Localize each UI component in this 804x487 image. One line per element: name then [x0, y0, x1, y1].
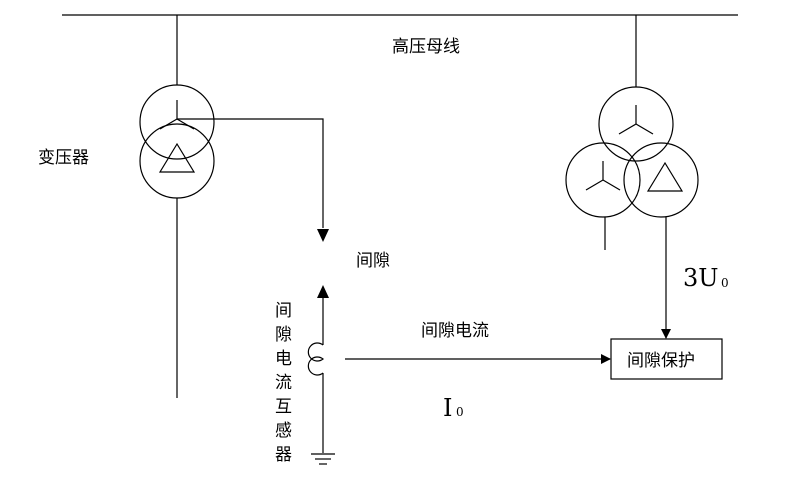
ground-symbol — [311, 453, 335, 465]
transformer-symbol — [139, 15, 215, 398]
gap-protection-label: 间隙保护 — [627, 351, 695, 371]
current-transformer-symbol — [307, 298, 324, 453]
ct-label: 间 隙 电 流 互 感 器 — [275, 301, 292, 465]
svg-text:0: 0 — [456, 405, 464, 419]
ct-label-char: 流 — [275, 373, 292, 393]
svg-text:3U: 3U — [683, 264, 719, 292]
svg-text:0: 0 — [721, 276, 729, 290]
ct-label-char: 隙 — [275, 325, 292, 345]
ct-label-char: 器 — [275, 445, 292, 465]
gap-upper-electrode — [317, 229, 329, 242]
ct-label-char: 互 — [275, 397, 292, 417]
gap-current-label: 间隙电流 — [421, 321, 489, 341]
gap-lower-electrode — [317, 285, 329, 298]
transformer-label: 变压器 — [38, 148, 89, 168]
ct-label-char: 感 — [275, 421, 292, 441]
gap-protection-box — [610, 338, 723, 380]
current-symbol: I 0 — [443, 394, 464, 422]
neutral-lead-line — [177, 118, 324, 228]
bus-label: 高压母线 — [392, 37, 460, 57]
voltage-transformer-symbol — [565, 15, 699, 250]
voltage-symbol: 3U 0 — [683, 264, 729, 292]
gap-label: 间隙 — [356, 251, 390, 271]
svg-text:I: I — [443, 394, 452, 422]
ct-label-char: 电 — [275, 349, 292, 369]
ct-label-char: 间 — [275, 301, 292, 321]
